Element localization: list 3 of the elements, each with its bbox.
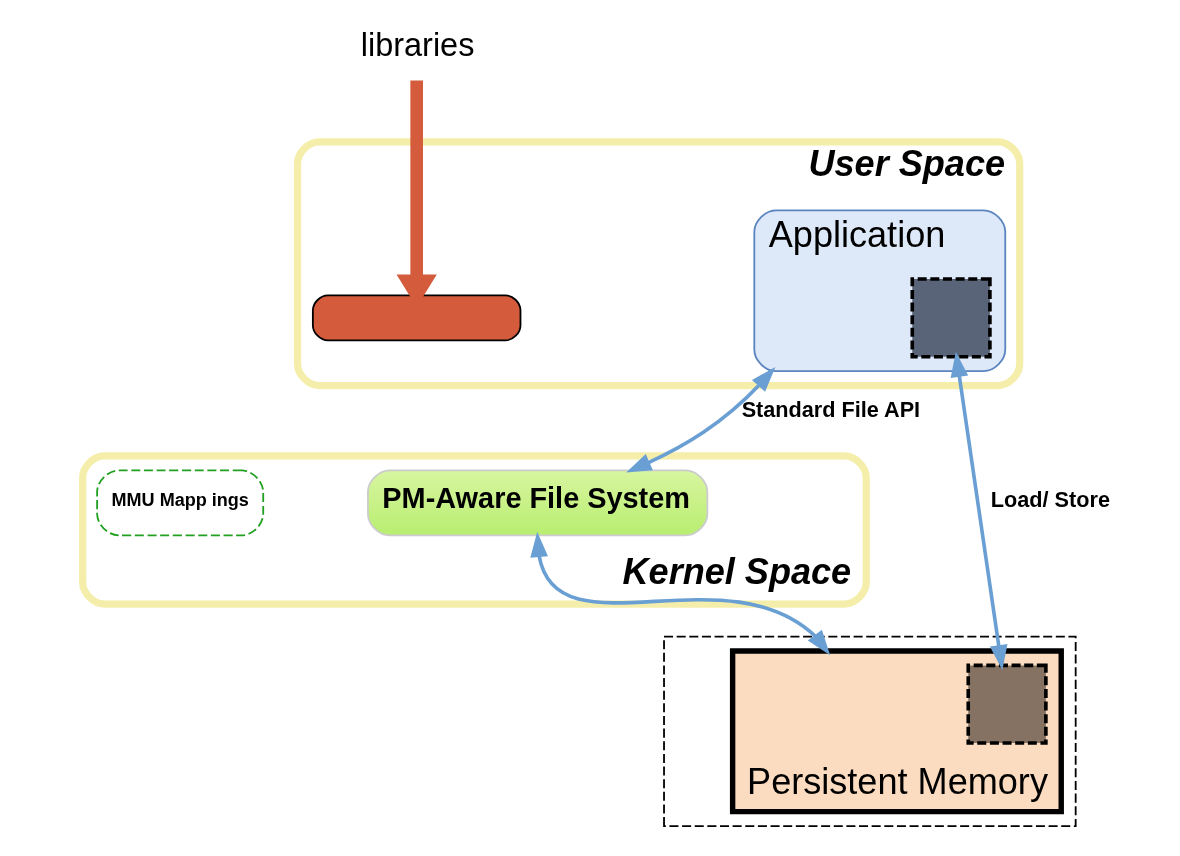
edge-label: Standard File API xyxy=(741,397,921,423)
edge-label: Load/ Store xyxy=(990,486,1110,512)
node-text: libraries xyxy=(360,26,475,63)
